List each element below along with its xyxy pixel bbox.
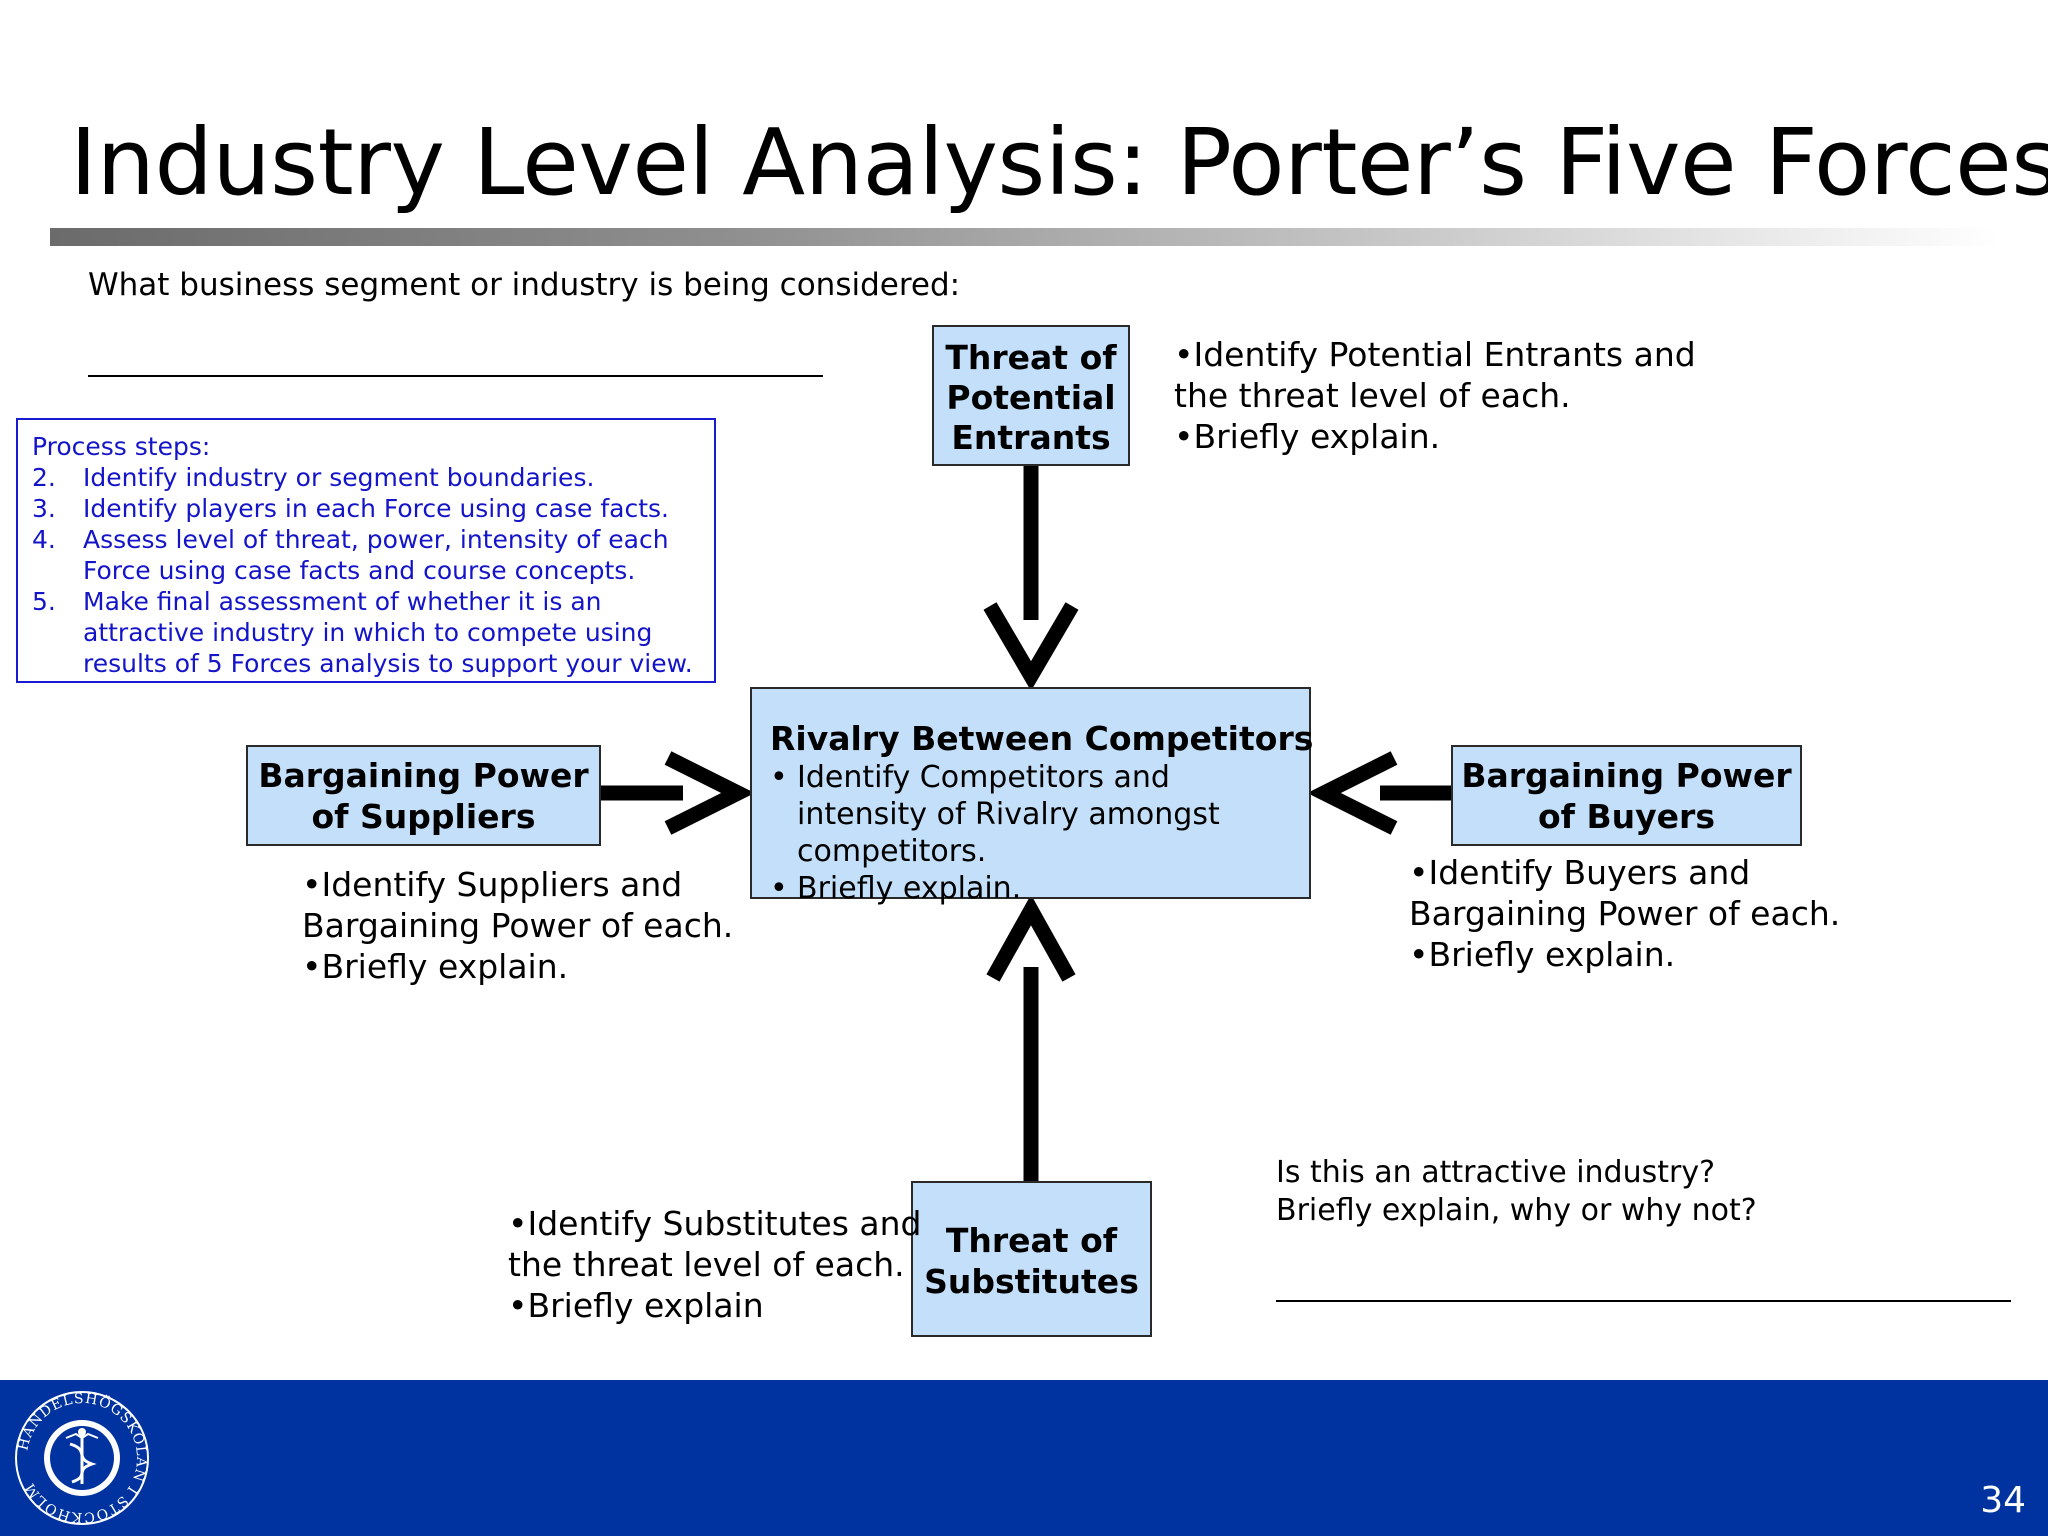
page-number: 34 [1980,1480,2026,1521]
threat-of-substitutes-box: Threat of Substitutes [911,1181,1152,1337]
note-line: the threat level of each. [1174,376,1571,415]
title-underline [50,228,2000,246]
process-step: 2. Identify industry or segment boundarie… [32,462,700,493]
threat-of-entrants-box: Threat of Potential Entrants [932,325,1130,466]
box-label-line: Bargaining Power [258,756,589,795]
note-line: •Identify Potential Entrants and [1174,335,1696,374]
note-line: •Identify Buyers and [1409,853,1751,892]
arrow-entrants-head [983,602,1079,691]
step-text: Make final assessment of whether it is a… [83,587,693,678]
box-label-line: Potential [946,378,1116,417]
note-line: the threat level of each. [508,1245,905,1284]
buyers-notes: •Identify Buyers and Bargaining Power of… [1409,852,1840,975]
step-number: 2. [32,463,56,492]
note-line: •Briefly explain. [1409,935,1676,974]
arrow-buyers-head [1307,751,1398,835]
footer-bar [0,1380,2048,1536]
step-text: Identify players in each Force using cas… [83,494,669,523]
note-line: Bargaining Power of each. [1409,894,1841,933]
process-step: 4. Assess level of threat, power, intensi… [32,524,700,586]
bullet-text: Identify Competitors and intensity of Ri… [797,760,1220,869]
box-label-line: Threat of [945,338,1117,377]
note-line: •Identify Substitutes and [508,1204,922,1243]
arrow-substitutes-head [986,894,1076,982]
rivalry-bullet: • Briefly explain. [770,870,1309,907]
industry-answer-line [88,375,823,377]
step-number: 3. [32,494,56,523]
question-line: Is this an attractive industry? [1276,1155,1715,1190]
process-step: 3. Identify players in each Force using c… [32,493,700,524]
rivalry-title: Rivalry Between Competitors [770,719,1314,758]
box-label-line: Entrants [951,418,1111,457]
box-label-line: of Suppliers [311,797,536,836]
process-step: 5. Make final assessment of whether it is… [32,586,700,679]
arrow-suppliers-head [664,751,755,835]
step-number: 4. [32,525,56,554]
bullet-marker: • [770,871,788,906]
note-line: •Briefly explain. [1174,417,1441,456]
note-line: •Briefly explain [508,1286,764,1325]
attractive-industry-question: Is this an attractive industry? Briefly … [1276,1154,1757,1230]
note-line: •Briefly explain. [302,947,569,986]
buyer-power-box: Bargaining Power of Buyers [1451,745,1802,846]
bullet-text: Briefly explain. [797,871,1022,906]
bullet-marker: • [770,760,788,795]
entrants-notes: •Identify Potential Entrants and the thr… [1174,334,1696,457]
box-label-line: Threat of [945,1221,1118,1260]
slide-title: Industry Level Analysis: Porter’s Five F… [70,109,2048,216]
industry-question: What business segment or industry is bei… [88,267,961,303]
supplier-power-box: Bargaining Power of Suppliers [246,745,601,846]
process-steps-title: Process steps: [32,432,211,461]
step-number: 5. [32,587,56,616]
step-text: Assess level of threat, power, intensity… [83,525,669,585]
suppliers-notes: •Identify Suppliers and Bargaining Power… [302,864,733,987]
box-label-line: Bargaining Power [1461,756,1792,795]
box-label-line: of Buyers [1538,797,1715,836]
attractive-answer-line [1276,1300,2011,1302]
note-line: Bargaining Power of each. [302,906,734,945]
note-line: •Identify Suppliers and [302,865,683,904]
question-line: Briefly explain, why or why not? [1276,1193,1757,1228]
school-seal-logo: HANDELSHÖGSKOLAN I STOCKHOLM [15,1391,149,1525]
rivalry-bullet: • Identify Competitors and intensity of R… [770,759,1309,870]
step-text: Identify industry or segment boundaries. [83,463,595,492]
rivalry-box: Rivalry Between Competitors • Identify Co… [750,687,1314,906]
box-label-line: Substitutes [924,1262,1139,1301]
substitutes-notes: •Identify Substitutes and the threat lev… [508,1203,922,1326]
process-steps-box: Process steps: 2. Identify industry or se… [16,418,716,683]
